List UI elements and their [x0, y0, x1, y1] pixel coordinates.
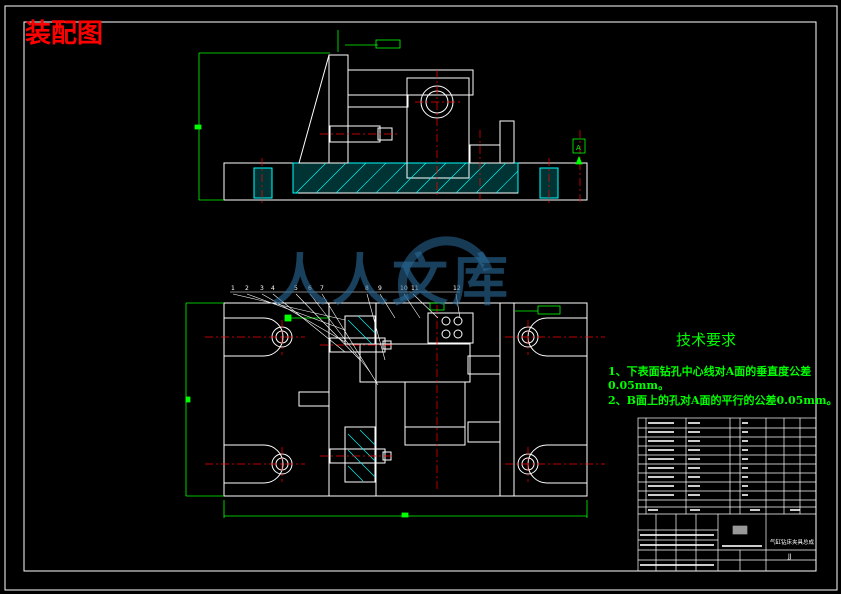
part-number-2: 2 — [245, 285, 249, 292]
plan-view-centerlines — [205, 305, 605, 490]
drawing-title: 装配图 — [25, 19, 103, 49]
tech-requirements-heading: 技术要求 — [676, 331, 736, 349]
part-number-7: 7 — [320, 285, 324, 292]
datum-a-label: A — [576, 144, 581, 152]
plan-view-dimensions — [185, 302, 588, 518]
part-number-11: 11 — [411, 285, 419, 292]
part-number-8: 8 — [365, 285, 369, 292]
part-number-5: 5 — [294, 285, 298, 292]
title-block-code: JJ — [787, 553, 792, 560]
part-number-4: 4 — [271, 285, 275, 292]
part-number-1: 1 — [231, 285, 235, 292]
inner-frame — [23, 21, 817, 572]
part-number-3: 3 — [260, 285, 264, 292]
watermark-logo — [397, 236, 493, 302]
plan-view-hatch — [347, 315, 376, 482]
bom-rows — [640, 422, 800, 566]
leader-lines — [230, 291, 461, 386]
watermark-text: 人人文库 — [272, 248, 512, 314]
front-view-hatch — [295, 162, 519, 194]
plan-view — [223, 302, 588, 497]
outer-frame — [4, 5, 838, 591]
part-number-12: 12 — [453, 285, 461, 292]
tech-requirement-2: 2、B面上的孔对A面的平行的公差0.05mm。 — [608, 393, 838, 407]
part-number-9: 9 — [378, 285, 382, 292]
title-block — [637, 417, 817, 572]
title-block-drawing-name: 气缸钻床夹具总成 — [770, 538, 815, 546]
front-view-dimensions — [194, 30, 586, 201]
front-view — [223, 54, 588, 201]
tech-requirement-1b: 0.05mm。 — [608, 379, 669, 392]
part-number-6: 6 — [308, 285, 312, 292]
front-view-centerlines — [261, 70, 581, 205]
tech-requirement-1: 1、下表面钻孔中心线对A面的垂直度公差 — [608, 364, 811, 378]
